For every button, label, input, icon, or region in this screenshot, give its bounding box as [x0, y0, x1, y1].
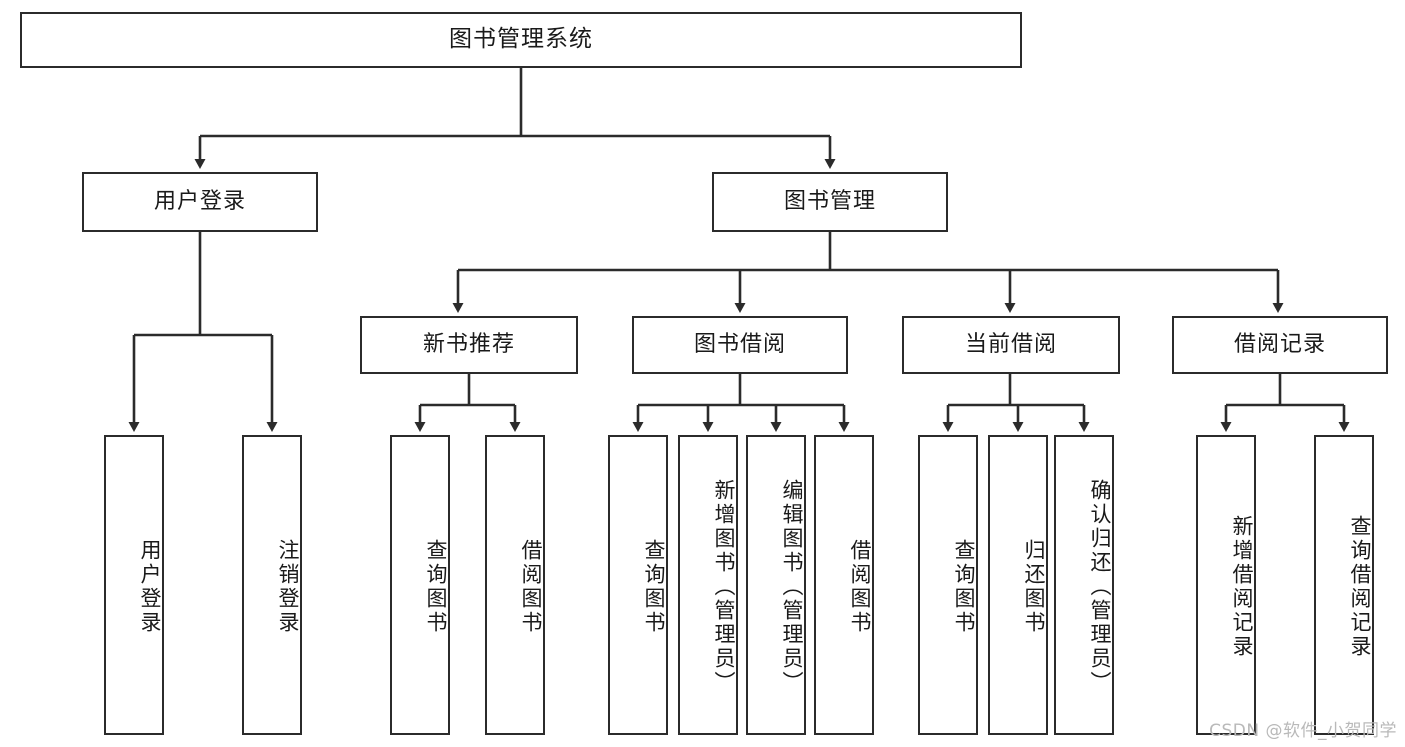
node-leaf-add-book[interactable]: 新增图书（管理员） [678, 435, 738, 735]
node-leaf-query-book-1-label: 查询图书 [424, 539, 448, 635]
node-current-borrow-label: 当前借阅 [964, 332, 1057, 358]
node-leaf-borrow-book-2-label: 借阅图书 [848, 539, 872, 635]
node-leaf-user-login-label: 用户登录 [138, 539, 162, 635]
node-leaf-add-record-label: 新增借阅记录 [1230, 515, 1254, 659]
node-book-borrow-label: 图书借阅 [693, 332, 786, 358]
node-leaf-confirm-return-label: 确认归还（管理员） [1088, 479, 1112, 695]
watermark-text: CSDN @软件_小贺同学 [1209, 721, 1397, 741]
node-borrow-record-label: 借阅记录 [1233, 332, 1326, 358]
node-borrow-record[interactable]: 借阅记录 [1172, 316, 1388, 374]
node-book-borrow[interactable]: 图书借阅 [632, 316, 848, 374]
node-leaf-logout[interactable]: 注销登录 [242, 435, 302, 735]
node-leaf-logout-label: 注销登录 [276, 539, 300, 635]
node-user-login-label: 用户登录 [153, 189, 246, 215]
node-leaf-query-record-label: 查询借阅记录 [1348, 515, 1372, 659]
node-leaf-query-book-1[interactable]: 查询图书 [390, 435, 450, 735]
node-leaf-add-record[interactable]: 新增借阅记录 [1196, 435, 1256, 735]
node-root-system[interactable]: 图书管理系统 [20, 12, 1022, 68]
node-book-manage-label: 图书管理 [783, 189, 876, 215]
node-leaf-borrow-book-2[interactable]: 借阅图书 [814, 435, 874, 735]
node-book-manage[interactable]: 图书管理 [712, 172, 948, 232]
node-leaf-borrow-book-1[interactable]: 借阅图书 [485, 435, 545, 735]
node-leaf-user-login[interactable]: 用户登录 [104, 435, 164, 735]
node-leaf-add-book-label: 新增图书（管理员） [712, 479, 736, 695]
node-leaf-edit-book[interactable]: 编辑图书（管理员） [746, 435, 806, 735]
node-leaf-confirm-return[interactable]: 确认归还（管理员） [1054, 435, 1114, 735]
node-leaf-return-book-label: 归还图书 [1022, 539, 1046, 635]
node-user-login[interactable]: 用户登录 [82, 172, 318, 232]
node-leaf-edit-book-label: 编辑图书（管理员） [780, 479, 804, 695]
node-current-borrow[interactable]: 当前借阅 [902, 316, 1120, 374]
node-leaf-query-book-3-label: 查询图书 [952, 539, 976, 635]
node-new-book-rec[interactable]: 新书推荐 [360, 316, 578, 374]
node-leaf-borrow-book-1-label: 借阅图书 [519, 539, 543, 635]
node-leaf-query-book-3[interactable]: 查询图书 [918, 435, 978, 735]
node-leaf-return-book[interactable]: 归还图书 [988, 435, 1048, 735]
node-leaf-query-record[interactable]: 查询借阅记录 [1314, 435, 1374, 735]
node-leaf-query-book-2-label: 查询图书 [642, 539, 666, 635]
node-leaf-query-book-2[interactable]: 查询图书 [608, 435, 668, 735]
node-root-label: 图书管理系统 [449, 26, 593, 53]
node-new-book-rec-label: 新书推荐 [422, 332, 515, 358]
